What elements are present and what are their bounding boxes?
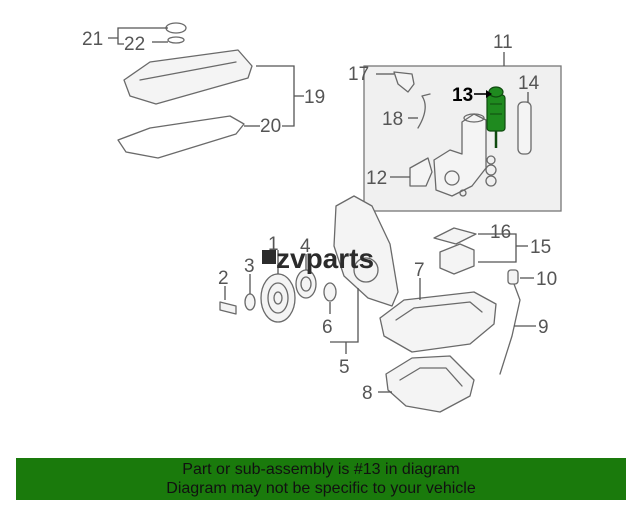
callout-4[interactable]: 4	[300, 236, 311, 257]
watermark-text: zvparts	[276, 243, 374, 274]
callout-13[interactable]: 13	[452, 85, 473, 106]
callout-11[interactable]: 11	[493, 32, 513, 53]
footer-line-1: Part or sub-assembly is #13 in diagram	[182, 461, 460, 478]
callout-2[interactable]: 2	[218, 268, 229, 289]
callout-17[interactable]: 17	[348, 64, 369, 85]
callout-20[interactable]: 20	[260, 116, 281, 137]
pulley-bolt[interactable]	[219, 301, 237, 315]
callout-16[interactable]: 16	[490, 222, 511, 243]
valve-cover[interactable]	[123, 49, 253, 105]
crankshaft-seal[interactable]	[295, 269, 317, 299]
oil-cooler-gasket[interactable]	[433, 227, 477, 245]
callout-15[interactable]: 15	[530, 237, 551, 258]
oil-filter-element[interactable]	[517, 101, 532, 155]
callout-8[interactable]: 8	[362, 383, 373, 404]
callout-21[interactable]: 21	[82, 29, 103, 50]
callout-7[interactable]: 7	[414, 260, 425, 281]
valve-cover-gasket[interactable]	[117, 115, 245, 159]
filler-cap-seal[interactable]	[167, 36, 185, 44]
callout-12[interactable]: 12	[366, 168, 387, 189]
oil-sensor[interactable]	[393, 71, 415, 93]
timing-cover[interactable]	[333, 195, 399, 307]
filter-housing-gasket[interactable]	[409, 157, 433, 187]
callout-5[interactable]: 5	[339, 357, 350, 378]
pulley-washer[interactable]	[244, 293, 256, 311]
footer-line-2: Diagram may not be specific to your vehi…	[166, 480, 476, 497]
dipstick-tube[interactable]	[499, 283, 521, 375]
breather-hose[interactable]	[417, 93, 431, 129]
callout-6[interactable]: 6	[322, 317, 333, 338]
callout-1[interactable]: 1	[268, 234, 279, 255]
callout-3[interactable]: 3	[244, 256, 255, 277]
o-ring[interactable]	[323, 282, 337, 302]
oil-filter-housing[interactable]	[433, 113, 487, 197]
callout-14[interactable]: 14	[518, 73, 540, 94]
exploded-parts-diagram: 11 12 13 14 17 18 21 22 20 19	[82, 22, 562, 413]
oil-pan-upper[interactable]	[379, 291, 497, 353]
oil-filter-cap-highlighted[interactable]	[486, 86, 506, 148]
crankshaft-pulley[interactable]	[260, 273, 296, 323]
oil-cooler[interactable]	[439, 243, 475, 275]
callout-19[interactable]: 19	[304, 87, 325, 108]
callout-18[interactable]: 18	[382, 109, 403, 130]
callout-22[interactable]: 22	[124, 34, 145, 55]
oil-pan-lower[interactable]	[385, 355, 475, 413]
callout-10[interactable]: 10	[536, 269, 557, 290]
info-footer: Part or sub-assembly is #13 in diagram D…	[16, 458, 626, 500]
callout-9[interactable]: 9	[538, 317, 549, 338]
oil-filler-cap[interactable]	[165, 22, 187, 34]
watermark-logo: zvparts	[262, 243, 374, 274]
dipstick-handle[interactable]	[507, 269, 519, 285]
